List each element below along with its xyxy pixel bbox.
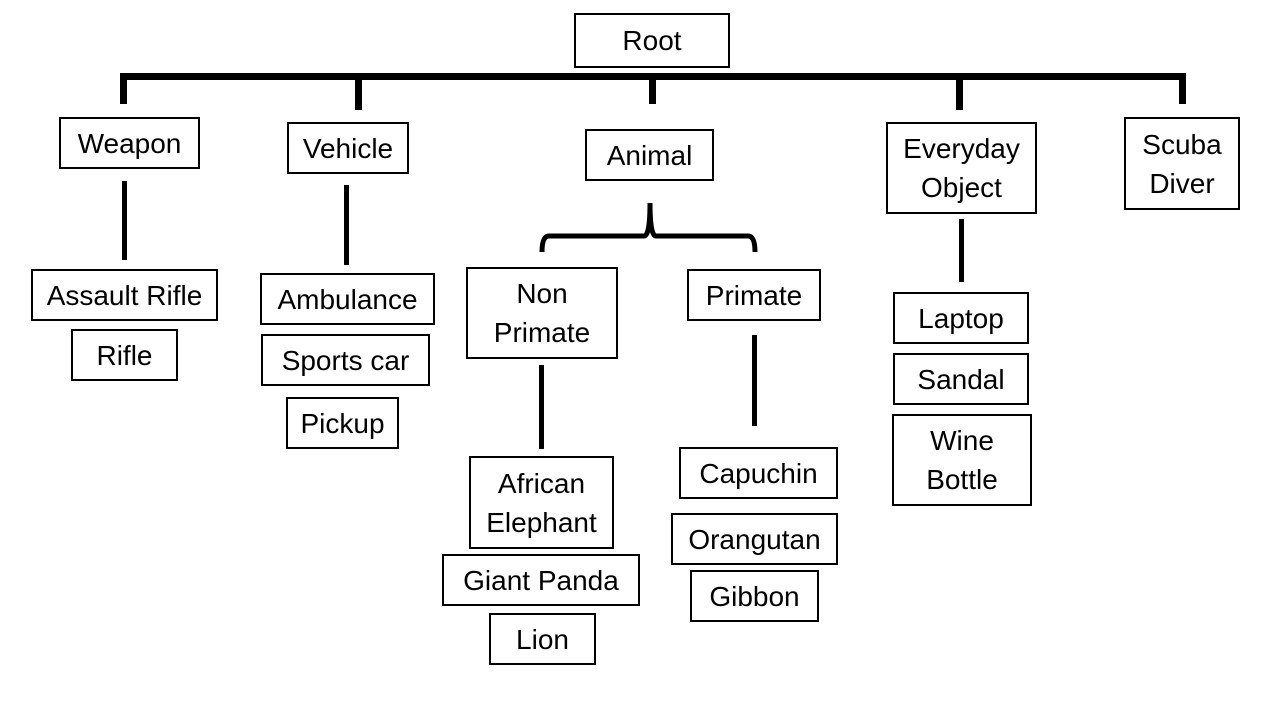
connector-animal [649,73,656,104]
leaf-laptop: Laptop [893,292,1029,344]
leaf-sports-car: Sports car [261,334,430,386]
connector-vehicle-leaves [344,185,349,265]
connector-vehicle [355,73,362,110]
leaf-giant-panda: Giant Panda [442,554,640,606]
subcategory-non-primate: Non Primate [466,267,618,359]
connector-everyday-object-leaves [959,219,964,282]
connector-scuba-diver [1179,73,1186,104]
leaf-capuchin: Capuchin [679,447,838,499]
leaf-wine-bottle: Wine Bottle [892,414,1032,506]
category-weapon: Weapon [59,117,200,169]
leaf-pickup: Pickup [286,397,399,449]
category-scuba-diver: Scuba Diver [1124,117,1240,210]
root-node: Root [574,13,730,68]
connector-non-primate-leaves [539,365,544,449]
connector-weapon-leaves [122,181,127,260]
connector-primate-leaves [752,335,757,426]
category-everyday-object: Everyday Object [886,122,1037,214]
leaf-gibbon: Gibbon [690,570,819,622]
category-animal: Animal [585,129,714,181]
subcategory-primate: Primate [687,269,821,321]
leaf-lion: Lion [489,613,596,665]
leaf-african-elephant: African Elephant [469,456,614,549]
connector-everyday-object [956,73,963,110]
category-vehicle: Vehicle [287,122,409,174]
leaf-rifle: Rifle [71,329,178,381]
leaf-ambulance: Ambulance [260,273,435,325]
leaf-assault-rifle: Assault Rifle [31,269,218,321]
connector-weapon [120,73,127,104]
leaf-sandal: Sandal [893,353,1029,405]
leaf-orangutan: Orangutan [671,513,838,565]
